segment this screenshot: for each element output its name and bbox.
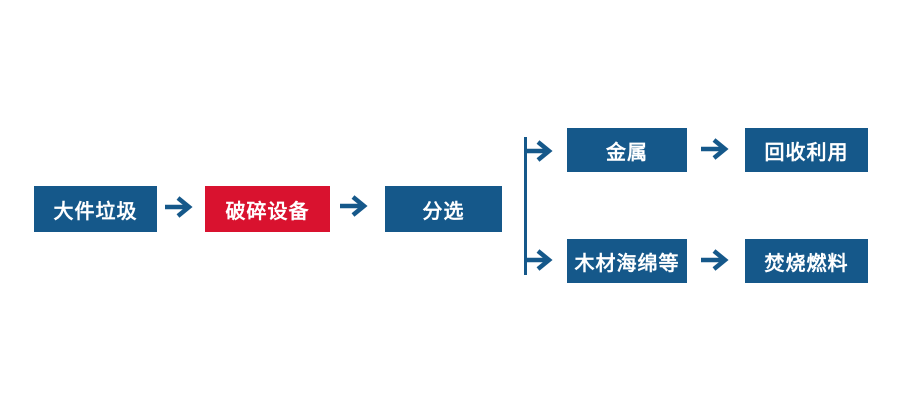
node-sorting: 分选 [385, 186, 502, 232]
arrow-right-icon [700, 249, 732, 271]
branch-arrow-right-icon [526, 249, 558, 271]
node-incineration-fuel: 焚烧燃料 [745, 239, 868, 283]
node-wood-sponge: 木材海绵等 [567, 239, 687, 283]
node-crushing-equipment: 破碎设备 [205, 186, 330, 232]
branch-arrow-right-icon [526, 140, 558, 162]
arrow-right-icon [339, 195, 371, 217]
node-metal: 金属 [567, 128, 687, 172]
arrow-right-icon [164, 196, 196, 218]
arrow-right-icon [700, 138, 732, 160]
node-recycling: 回收利用 [745, 128, 868, 172]
branch-connector-line [524, 137, 527, 275]
node-bulky-waste: 大件垃圾 [34, 186, 157, 232]
